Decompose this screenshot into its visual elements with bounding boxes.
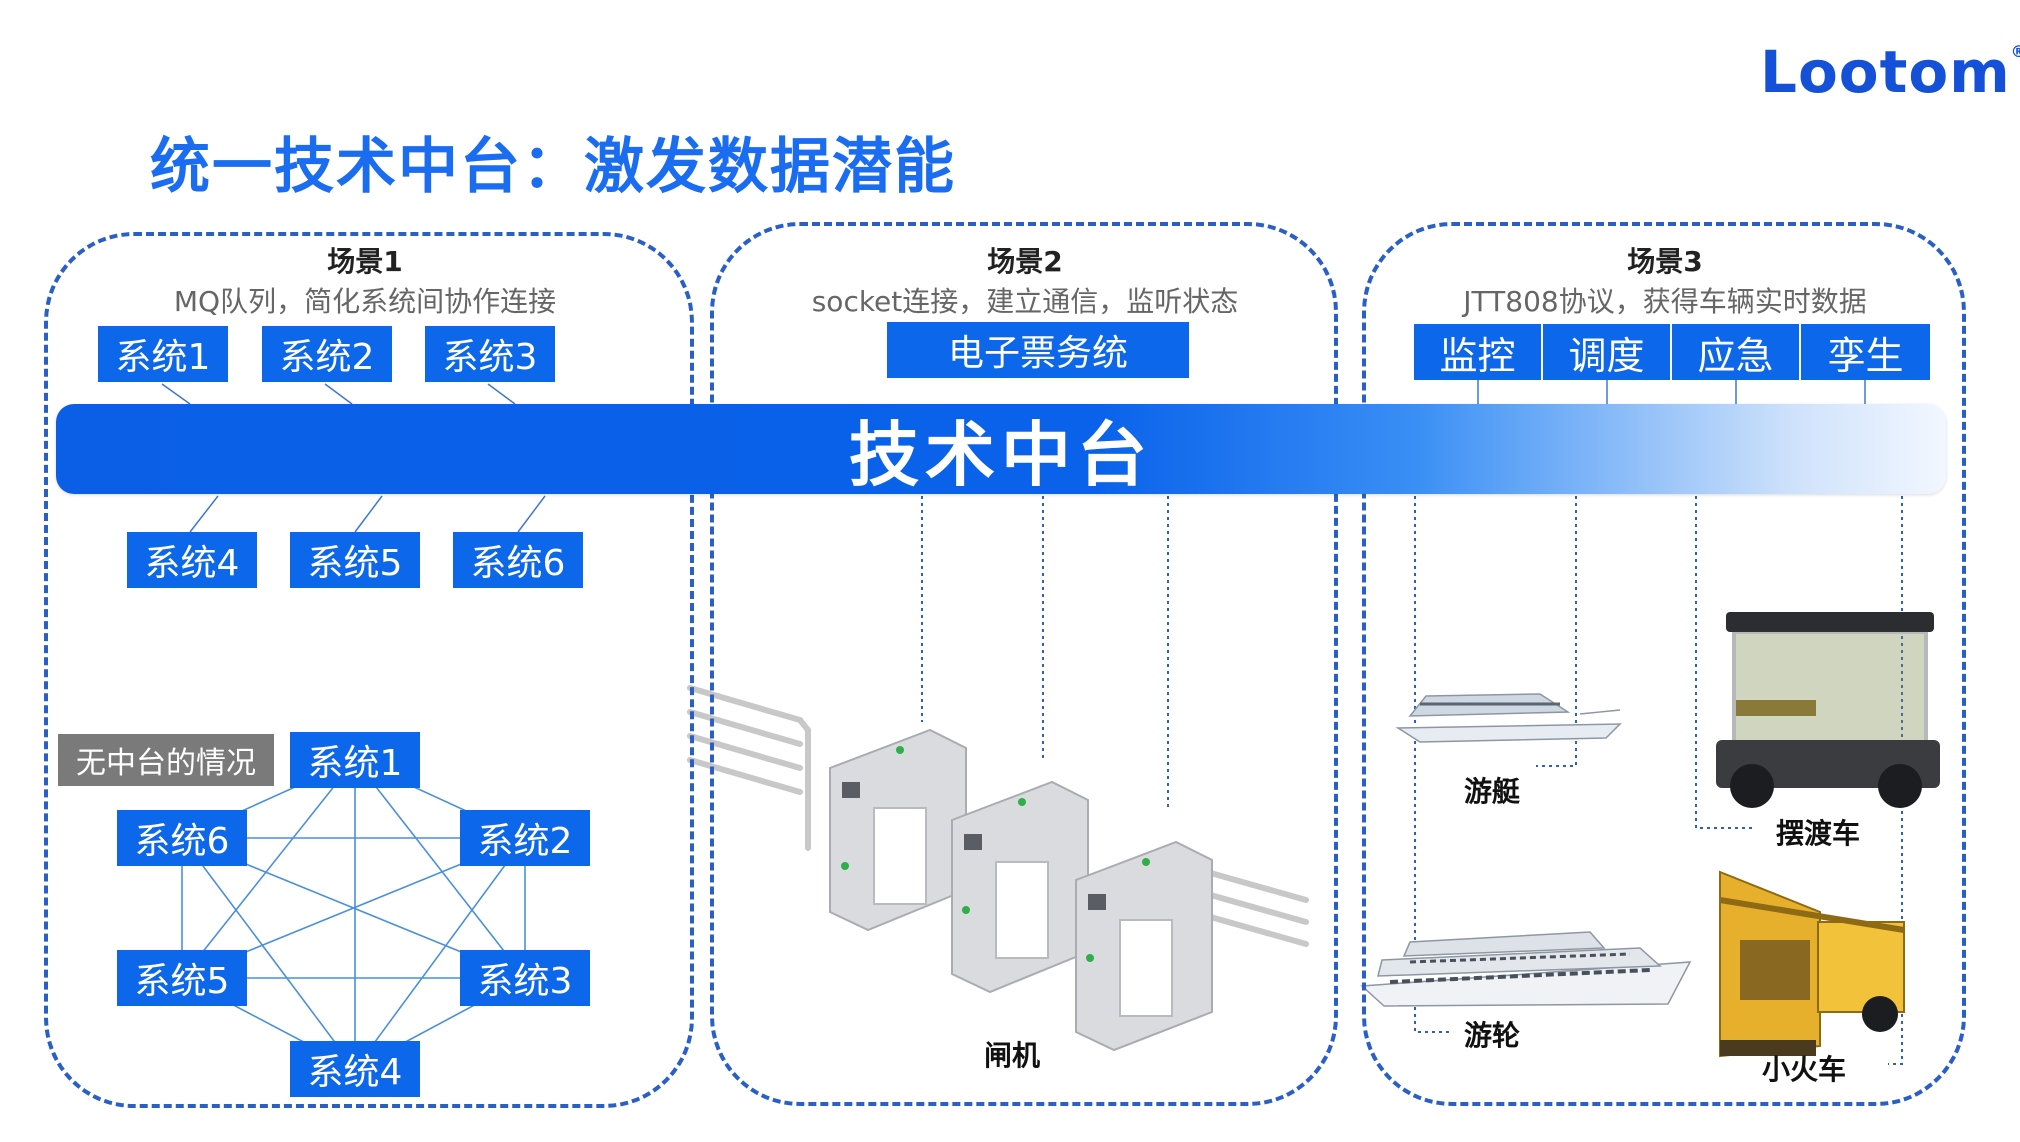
mesh-system-5: 系统5 [117, 950, 247, 1006]
tech-platform-bar: 技术中台 [56, 404, 1946, 496]
mesh-system-1: 系统1 [290, 732, 420, 788]
no-platform-tag: 无中台的情况 [58, 734, 274, 786]
mesh-system-6: 系统6 [117, 810, 247, 866]
s1-system-3: 系统3 [425, 326, 555, 382]
scenario2-panel [710, 222, 1338, 1106]
page-title: 统一技术中台：激发数据潜能 [150, 132, 956, 202]
scenario2-title: 场景2 [987, 245, 1063, 278]
function-bar: 监控 调度 应急 孪生 [1414, 324, 1930, 380]
s1-system-1: 系统1 [98, 326, 228, 382]
scenario3-title: 场景3 [1627, 245, 1703, 278]
scenario3-panel [1362, 222, 1966, 1106]
function-monitor: 监控 [1414, 324, 1543, 380]
scenario2-desc: socket连接，建立通信，监听状态 [811, 285, 1239, 318]
vehicle-yacht-label: 游艇 [1464, 775, 1521, 808]
s1-system-6: 系统6 [453, 532, 583, 588]
yacht-illustration [1395, 693, 1622, 743]
mesh-system-3: 系统3 [460, 950, 590, 1006]
function-dispatch: 调度 [1543, 324, 1672, 380]
function-twin: 孪生 [1801, 324, 1930, 380]
vehicle-cruise-label: 游轮 [1464, 1019, 1521, 1052]
function-emergency: 应急 [1672, 324, 1801, 380]
scenario1-header: 场景1 MQ队列，简化系统间协作连接 [80, 240, 650, 320]
cruise-illustration [1360, 931, 1692, 1007]
s1-system-2: 系统2 [262, 326, 392, 382]
scenario1-desc: MQ队列，简化系统间协作连接 [173, 285, 557, 318]
gate-label: 闸机 [984, 1039, 1041, 1072]
scenario1-panel [44, 232, 694, 1108]
vehicle-shuttle-label: 摆渡车 [1776, 817, 1861, 850]
scenario1-title: 场景1 [327, 245, 403, 278]
gate-illustration [687, 685, 1309, 1052]
s1-system-4: 系统4 [127, 532, 257, 588]
shuttle-illustration [1716, 612, 1940, 808]
vehicle-train-label: 小火车 [1762, 1053, 1847, 1086]
train-illustration [1719, 870, 1905, 1058]
brand-logo: Lootom® [1760, 38, 2020, 106]
mesh-system-2: 系统2 [460, 810, 590, 866]
s1-system-5: 系统5 [290, 532, 420, 588]
mesh-system-4: 系统4 [290, 1041, 420, 1097]
scenario3-header: 场景3 JTT808协议，获得车辆实时数据 [1376, 240, 1954, 320]
ticketing-system: 电子票务统 [887, 322, 1189, 378]
scenario2-header: 场景2 socket连接，建立通信，监听状态 [730, 240, 1320, 320]
scenario3-desc: JTT808协议，获得车辆实时数据 [1463, 285, 1867, 318]
tech-platform-label: 技术中台 [849, 413, 1153, 496]
